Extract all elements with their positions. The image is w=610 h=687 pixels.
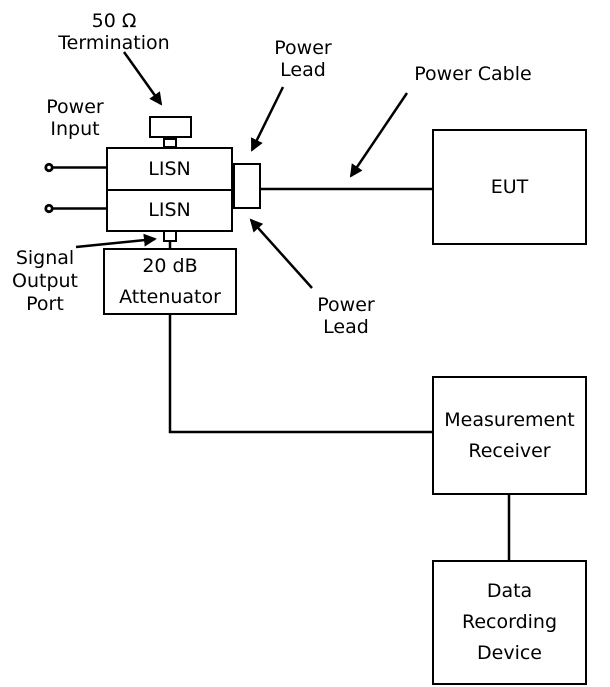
lisn-bottom-label: LISN	[148, 199, 191, 222]
power-terminal-icon	[44, 162, 54, 173]
signal-output-port-stub	[163, 230, 177, 242]
lisn-top-cell: LISN	[108, 149, 231, 191]
attenuator-box: 20 dB Attenuator	[103, 248, 237, 315]
power-cable-arrow-icon	[349, 92, 409, 178]
attenuator-to-receiver-line	[168, 314, 432, 434]
power-lead-bottom-arrow-icon	[249, 218, 313, 289]
termination-arrow-icon	[122, 51, 163, 106]
power-terminal-icon	[44, 203, 54, 214]
termination-box	[149, 116, 192, 138]
termination-label: 50 Ω Termination	[58, 10, 170, 54]
attenuator-label: 20 dB Attenuator	[119, 254, 221, 308]
measurement-receiver-label: Measurement Receiver	[444, 408, 575, 462]
power-lead-bottom-label: Power Lead	[317, 294, 375, 338]
power-lead-top-arrow-icon	[250, 86, 285, 152]
lisn-top-label: LISN	[148, 157, 191, 180]
eut-box: EUT	[432, 129, 587, 245]
signal-output-port-label: Signal Output Port	[12, 247, 78, 315]
power-cable-label: Power Cable	[414, 63, 532, 85]
data-recording-device-box: Data Recording Device	[432, 560, 587, 685]
measurement-receiver-box: Measurement Receiver	[432, 376, 587, 495]
power-input-label: Power Input	[46, 96, 104, 140]
eut-label: EUT	[490, 175, 529, 198]
signal-output-arrow-icon	[75, 233, 157, 249]
lisn-box: LISN LISN	[106, 147, 233, 232]
power-lead-connector-box	[233, 163, 261, 209]
lisn-bottom-cell: LISN	[108, 191, 231, 231]
data-recording-device-label: Data Recording Device	[461, 580, 558, 664]
power-lead-top-label: Power Lead	[274, 37, 332, 81]
